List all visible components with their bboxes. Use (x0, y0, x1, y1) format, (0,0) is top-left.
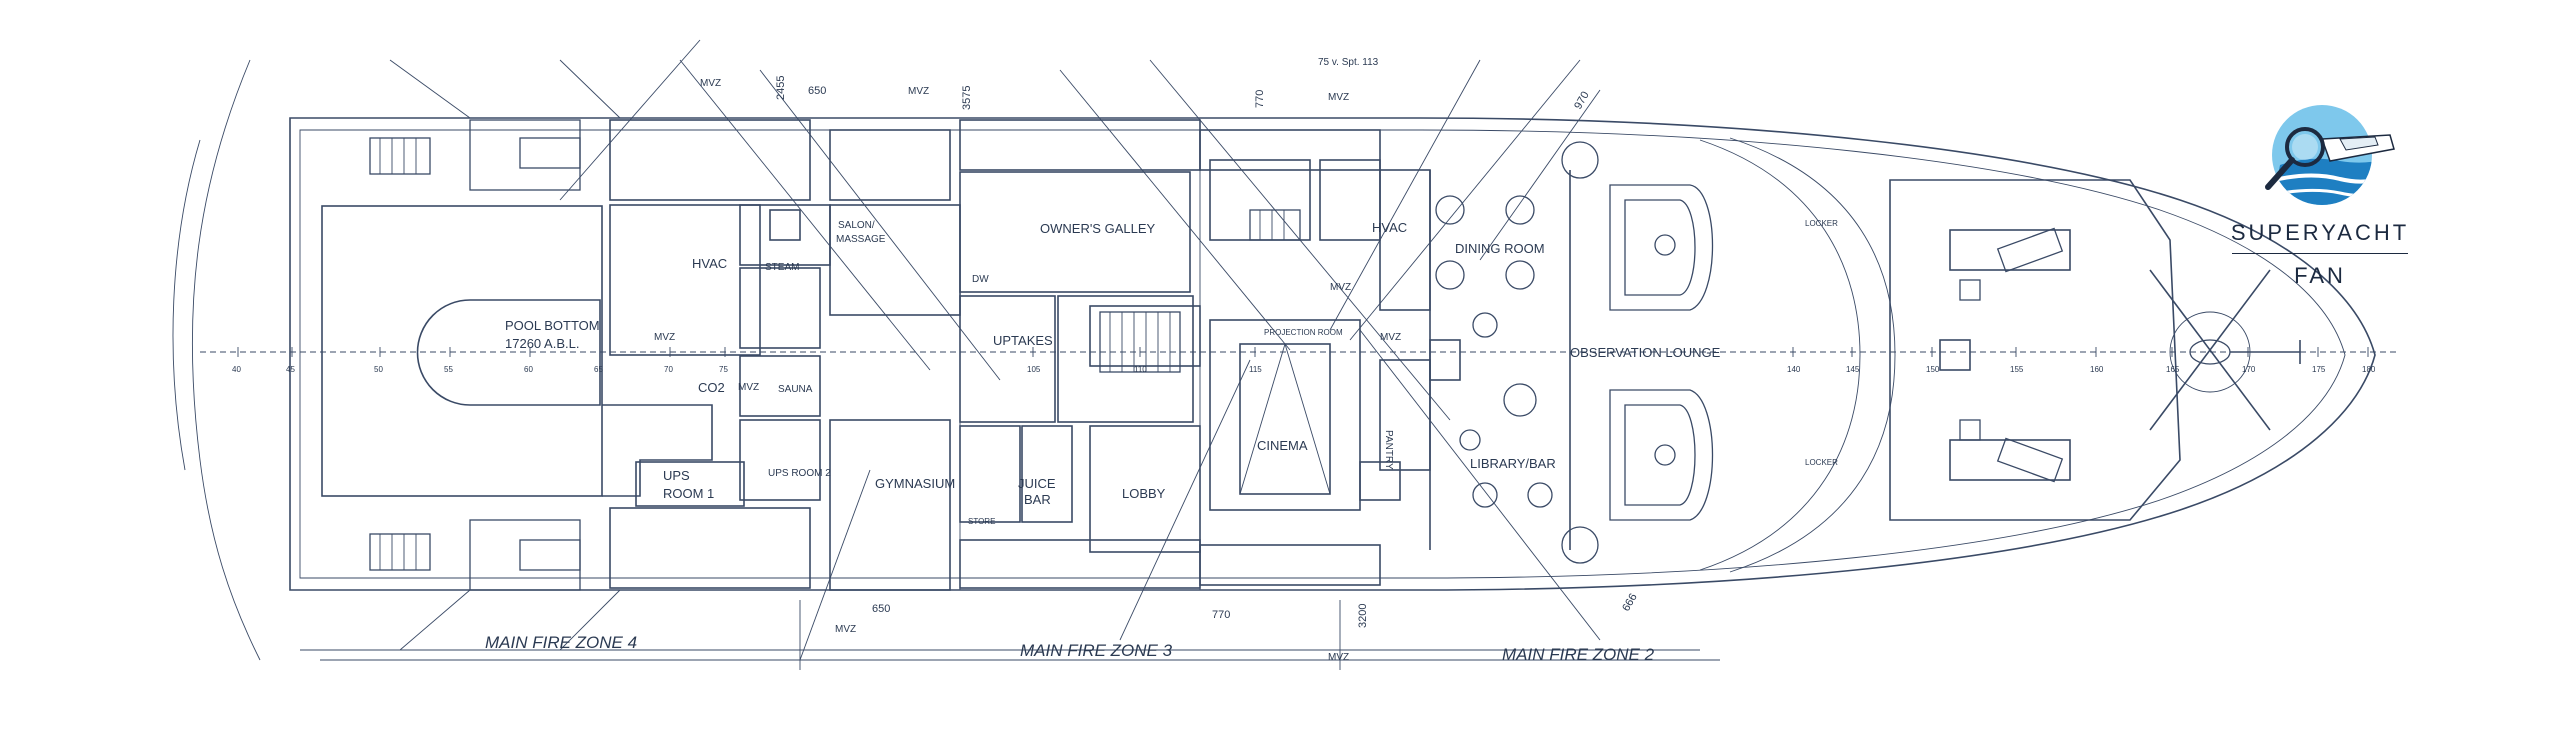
dimension-label: 3575 (961, 86, 973, 110)
dining-tables (1435, 195, 1553, 508)
helicopter-icon (2149, 269, 2301, 431)
frame-number: 75 (719, 365, 728, 374)
mvz-label: MVZ (738, 382, 759, 393)
mvz-label: MVZ (1380, 332, 1401, 343)
frame-number: 60 (524, 365, 533, 374)
fire-zone-labels: MAIN FIRE ZONE 4 MAIN FIRE ZONE 3 MAIN F… (485, 633, 1655, 664)
fire-zone-lines (300, 600, 1720, 670)
mvz-label: MVZ (1328, 652, 1349, 663)
room-label-locker-upper: LOCKER (1805, 219, 1838, 228)
mvz-label: MVZ (1328, 92, 1349, 103)
room-label-gymnasium: GYMNASIUM (875, 476, 955, 491)
room-label-observation-lounge: OBSERVATION LOUNGE (1570, 345, 1721, 360)
room-label-salon-b: MASSAGE (836, 234, 886, 245)
frame-numbers: 40 45 50 55 60 65 70 75 105 110 115 140 145 150 155 160… (232, 347, 2376, 374)
room-label-juice-bar-b: BAR (1024, 492, 1051, 507)
frame-number: 50 (374, 365, 383, 374)
dimension-label: 666 (1620, 592, 1640, 614)
room-label-library-bar: LIBRARY/BAR (1470, 456, 1556, 471)
pool-area (321, 205, 745, 507)
frame-number: 155 (2010, 365, 2024, 374)
room-label-lobby: LOBBY (1122, 486, 1166, 501)
room-label-store: STORE (968, 517, 995, 526)
room-label-dw: DW (972, 274, 989, 285)
dimension-label: 770 (1212, 609, 1230, 621)
foredeck (1889, 179, 2181, 521)
frame-number: 115 (1249, 365, 1262, 374)
room-label-projection-room: PROJECTION ROOM (1264, 328, 1343, 337)
leader-lines (559, 39, 1601, 661)
room-label-steam: STEAM (765, 262, 799, 273)
room-label-ups-room-1b: ROOM 1 (663, 486, 714, 501)
dimension-label: 3200 (1357, 604, 1369, 628)
frame-number: 105 (1027, 365, 1041, 374)
dimension-label: 2455 (775, 76, 787, 100)
room-label-salon-a: SALON/ (838, 220, 875, 231)
room-label-sauna: SAUNA (778, 384, 813, 395)
dimension-label: 650 (872, 603, 890, 615)
room-labels: POOL BOTTOM 17260 A.B.L. UPS ROOM 1 UPS … (505, 57, 1838, 526)
frame-number: 145 (1846, 365, 1860, 374)
mvz-label: MVZ (1330, 282, 1351, 293)
superyacht-fan-logo: SUPERYACHT FAN (2210, 95, 2430, 305)
room-label-locker-lower: LOCKER (1805, 458, 1838, 467)
mvz-label: MVZ (700, 78, 721, 89)
lobby-stair (1099, 209, 1301, 373)
room-label-ups-room-2: UPS ROOM 2 (768, 468, 831, 479)
frame-number: 180 (2362, 365, 2376, 374)
room-label-hvac-fwd: HVAC (1372, 220, 1407, 235)
interior-walls (609, 119, 1571, 591)
logo-emblem-icon (2265, 105, 2395, 205)
room-label-pool-elevation: 17260 A.B.L. (505, 336, 579, 351)
frame-number: 65 (594, 365, 603, 374)
frame-reference: 75 v. Spt. 113 (1318, 57, 1379, 68)
fire-zone-2-label: MAIN FIRE ZONE 2 (1502, 645, 1655, 664)
dimension-label: 970 (1572, 90, 1592, 112)
aft-stairs (369, 59, 621, 651)
frame-number: 170 (2242, 365, 2256, 374)
logo-subtitle: FAN (2294, 263, 2346, 288)
room-label-co2: CO2 (698, 380, 725, 395)
frame-number: 165 (2166, 365, 2180, 374)
mvz-label: MVZ (835, 624, 856, 635)
hull-outline (172, 59, 2376, 661)
mvz-labels: MVZ MVZ MVZ MVZ MVZ MVZ MVZ MVZ MVZ (654, 78, 1401, 663)
frame-number: 55 (444, 365, 453, 374)
dimension-labels: 2455 650 3575 770 970 650 770 3200 666 (775, 76, 1640, 628)
room-label-uptakes: UPTAKES (993, 333, 1053, 348)
dimension-label: 650 (808, 85, 826, 97)
room-label-owners-galley: OWNER'S GALLEY (1040, 221, 1156, 236)
fire-zone-3-label: MAIN FIRE ZONE 3 (1020, 641, 1173, 660)
room-label-dining-room: DINING ROOM (1455, 241, 1545, 256)
lounge-sofas (1561, 141, 1714, 564)
frame-number: 45 (286, 365, 295, 374)
room-label-ups-room-1a: UPS (663, 468, 690, 483)
room-label-hvac-aft: HVAC (692, 256, 727, 271)
frame-number: 140 (1787, 365, 1801, 374)
dimension-label: 770 (1254, 90, 1266, 108)
frame-number: 40 (232, 365, 241, 374)
mvz-label: MVZ (908, 86, 929, 97)
frame-number: 160 (2090, 365, 2104, 374)
room-label-pool-bottom: POOL BOTTOM (505, 318, 600, 333)
frame-number: 150 (1926, 365, 1940, 374)
mvz-label: MVZ (654, 332, 675, 343)
fire-zone-4-label: MAIN FIRE ZONE 4 (485, 633, 637, 652)
room-label-cinema: CINEMA (1257, 438, 1308, 453)
room-label-juice-bar-a: JUICE (1018, 476, 1056, 491)
frame-number: 110 (1134, 365, 1147, 374)
logo-wordmark: SUPERYACHT (2230, 220, 2410, 245)
logo-divider (2232, 253, 2408, 254)
room-label-pantry: PANTRY (1383, 430, 1394, 470)
frame-number: 175 (2312, 365, 2326, 374)
frame-number: 70 (664, 365, 673, 374)
